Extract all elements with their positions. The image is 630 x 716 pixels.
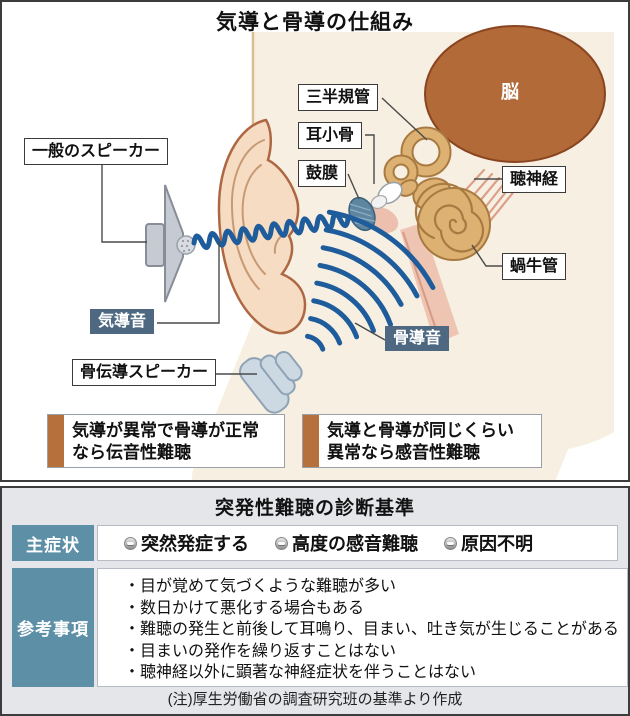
reference-line: ・聴神経以外に顕著な神経症状を伴うことはない xyxy=(124,664,477,681)
symptom-item: 突然発症する xyxy=(124,530,249,556)
diagram-title: 気導と骨導の仕組み xyxy=(216,11,414,34)
bone-speaker-icon xyxy=(239,351,303,414)
note-line: 気導が異常で骨導が正常 xyxy=(72,421,259,440)
note-line: 異常なら感音性難聴 xyxy=(327,442,480,462)
symptom-item: 原因不明 xyxy=(444,530,533,556)
air-conduction-wave xyxy=(191,211,351,251)
reference-items-label: 参考事項 xyxy=(12,568,94,687)
bullet-sphere-icon xyxy=(444,536,457,550)
main-symptoms-row: 主症状 突然発症する 高度の感音難聴 原因不明 xyxy=(12,525,618,561)
symptom-text: 原因不明 xyxy=(461,534,533,554)
note-sensorineural-loss: 気導と骨導が同じくらい 異常なら感音性難聴 xyxy=(302,414,542,468)
brain-label: 脳 xyxy=(501,82,519,102)
label-auditory-nerve: 聴神経 xyxy=(502,166,567,194)
ear-canal-edge xyxy=(402,231,440,339)
note-accent-bar xyxy=(303,415,319,467)
reference-line: ・難聴の発生と前後して耳鳴り、目まい、吐き気が生じることがある xyxy=(124,621,619,638)
label-semicircular-canals: 三半規管 xyxy=(298,84,379,112)
main-symptoms-label: 主症状 xyxy=(12,525,94,561)
reference-items-content: ・目が覚めて気づくような難聴が多い ・数日かけて悪化する場合もある ・難聴の発生… xyxy=(97,568,628,687)
criteria-panel: 突発性難聴の診断基準 主症状 突然発症する 高度の感音難聴 原因不明 参考事項 xyxy=(0,486,630,716)
reference-line: ・目まいの発作を繰り返すことはない xyxy=(124,642,397,660)
reference-line: ・目が覚めて気づくような難聴が多い xyxy=(124,578,397,595)
label-air-conduction-sound: 気導音 xyxy=(90,309,155,335)
label-bone-speaker: 骨伝導スピーカー xyxy=(72,359,217,387)
bullet-sphere-icon xyxy=(124,536,137,550)
ear-diagram-section: 気導と骨導の仕組み 脳 三半規管 耳小骨 鼓膜 聴神経 蝸牛管 一般のスピーカー… xyxy=(0,0,630,482)
label-ossicles: 耳小骨 xyxy=(298,122,363,150)
criteria-title: 突発性難聴の診断基準 xyxy=(214,498,415,519)
ear-diagram-illustration xyxy=(101,25,614,480)
bullet-sphere-icon xyxy=(275,536,288,550)
main-symptoms-content: 突然発症する 高度の感音難聴 原因不明 xyxy=(97,525,618,561)
reference-items-row: 参考事項 ・目が覚めて気づくような難聴が多い ・数日かけて悪化する場合もある ・… xyxy=(12,568,628,687)
label-bone-conduction-sound: 骨導音 xyxy=(385,326,450,352)
brain-shape xyxy=(424,25,606,163)
source-footnote: (注)厚生労働省の調査研究班の基準より作成 xyxy=(167,691,463,708)
speaker-icon xyxy=(145,184,196,303)
note-accent-bar xyxy=(48,415,64,467)
note-conductive-loss: 気導が異常で骨導が正常 なら伝音性難聴 xyxy=(47,414,285,468)
label-general-speaker: 一般のスピーカー xyxy=(24,138,169,166)
note-line: 気導と骨導が同じくらい xyxy=(327,421,514,440)
symptom-text: 高度の感音難聴 xyxy=(292,534,418,554)
label-cochlear-duct: 蝸牛管 xyxy=(502,253,567,281)
inner-ear xyxy=(383,126,491,261)
connector-lines xyxy=(101,97,502,375)
note-line: なら伝音性難聴 xyxy=(72,442,191,462)
reference-line: ・数日かけて悪化する場合もある xyxy=(124,599,365,617)
symptom-text: 突然発症する xyxy=(141,534,249,554)
symptom-item: 高度の感音難聴 xyxy=(275,530,418,556)
bone-conduction-waves xyxy=(305,209,436,352)
label-eardrum: 鼓膜 xyxy=(298,160,347,188)
